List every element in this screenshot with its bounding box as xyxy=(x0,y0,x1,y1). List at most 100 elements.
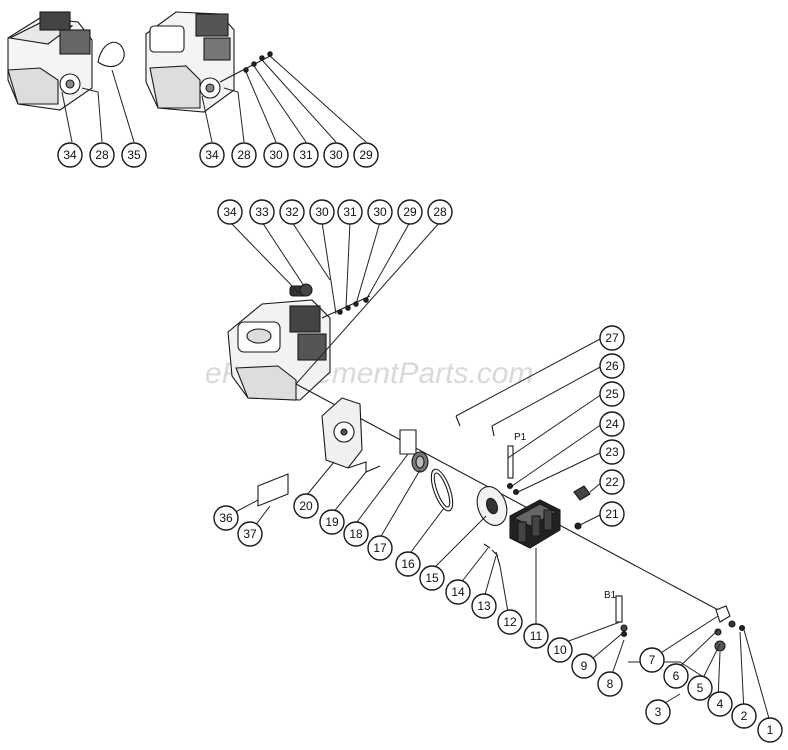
callout-9: 9 xyxy=(571,653,597,679)
svg-text:17: 17 xyxy=(373,541,387,555)
tag-b1: B1 xyxy=(604,590,617,601)
callout-34-main: 34 xyxy=(217,199,243,225)
flange-bolts xyxy=(483,543,501,567)
callout-34-a: 34 xyxy=(57,142,83,168)
svg-text:26: 26 xyxy=(605,359,619,373)
svg-text:7: 7 xyxy=(649,653,656,667)
pump-body xyxy=(509,499,561,549)
leaders-variant-b xyxy=(201,55,367,143)
svg-text:16: 16 xyxy=(401,557,415,571)
callout-20: 20 xyxy=(293,493,319,519)
callout-25: 25 xyxy=(599,381,625,407)
svg-text:3: 3 xyxy=(655,705,662,719)
callout-11: 11 xyxy=(523,623,549,649)
svg-text:30: 30 xyxy=(269,148,283,162)
callout-19: 19 xyxy=(319,509,345,535)
svg-text:28: 28 xyxy=(95,148,109,162)
svg-text:24: 24 xyxy=(605,417,619,431)
svg-text:10: 10 xyxy=(553,643,567,657)
svg-text:14: 14 xyxy=(451,585,465,599)
svg-text:20: 20 xyxy=(299,499,313,513)
coupling xyxy=(411,451,429,473)
callout-18: 18 xyxy=(343,521,369,547)
callout-26: 26 xyxy=(599,353,625,379)
svg-text:11: 11 xyxy=(530,629,543,643)
svg-text:37: 37 xyxy=(243,527,257,541)
main-engine xyxy=(227,283,723,613)
callout-34-b: 34 xyxy=(199,142,225,168)
callout-3: 3 xyxy=(645,699,671,725)
leaders-main-engine xyxy=(229,221,441,385)
callout-8: 8 xyxy=(597,671,623,697)
callout-23: 23 xyxy=(599,439,625,465)
callout-13: 13 xyxy=(471,593,497,619)
svg-text:29: 29 xyxy=(403,205,417,219)
svg-text:34: 34 xyxy=(63,148,77,162)
callout-29-main: 29 xyxy=(397,199,423,225)
callout-12: 12 xyxy=(497,609,523,635)
svg-text:36: 36 xyxy=(219,511,233,525)
svg-text:30: 30 xyxy=(373,205,387,219)
svg-text:33: 33 xyxy=(255,205,269,219)
svg-text:29: 29 xyxy=(359,148,373,162)
svg-text:31: 31 xyxy=(299,148,313,162)
callout-35: 35 xyxy=(121,142,147,168)
callout-32: 32 xyxy=(279,199,305,225)
svg-text:5: 5 xyxy=(697,681,704,695)
callout-22: 22 xyxy=(599,469,625,495)
svg-text:25: 25 xyxy=(605,387,619,401)
callout-28-main: 28 xyxy=(427,199,453,225)
callout-4: 4 xyxy=(707,691,733,717)
svg-text:12: 12 xyxy=(503,615,517,629)
svg-text:15: 15 xyxy=(425,571,439,585)
svg-text:30: 30 xyxy=(315,205,329,219)
svg-text:22: 22 xyxy=(605,475,619,489)
callout-30-b1: 30 xyxy=(263,142,289,168)
svg-text:18: 18 xyxy=(349,527,363,541)
callout-31-main: 31 xyxy=(337,199,363,225)
pump-accessories: P1 xyxy=(455,415,591,530)
callout-16: 16 xyxy=(395,551,421,577)
svg-text:34: 34 xyxy=(205,148,219,162)
engine-variant-a xyxy=(7,11,125,111)
callout-28-a: 28 xyxy=(89,142,115,168)
callout-37: 37 xyxy=(237,521,263,547)
svg-text:13: 13 xyxy=(477,599,491,613)
svg-text:2: 2 xyxy=(741,709,748,723)
callout-10: 10 xyxy=(547,637,573,663)
callout-30-main2: 30 xyxy=(367,199,393,225)
callout-31-b: 31 xyxy=(293,142,319,168)
svg-text:9: 9 xyxy=(581,659,588,673)
svg-text:31: 31 xyxy=(343,205,357,219)
svg-text:28: 28 xyxy=(433,205,447,219)
svg-text:4: 4 xyxy=(717,697,724,711)
leaders-pump xyxy=(227,337,771,723)
callout-5: 5 xyxy=(687,675,713,701)
adapter-plate xyxy=(321,397,363,469)
callout-7: 7 xyxy=(639,647,665,673)
callout-30-b2: 30 xyxy=(323,142,349,168)
tag-p1: P1 xyxy=(514,432,527,443)
svg-text:8: 8 xyxy=(607,677,614,691)
callout-29-b: 29 xyxy=(353,142,379,168)
svg-text:35: 35 xyxy=(127,148,141,162)
flange xyxy=(476,486,508,526)
svg-text:21: 21 xyxy=(605,507,619,521)
svg-text:27: 27 xyxy=(605,331,619,345)
callout-30-main1: 30 xyxy=(309,199,335,225)
svg-text:19: 19 xyxy=(325,515,339,529)
callout-28-b: 28 xyxy=(231,142,257,168)
callout-24: 24 xyxy=(599,411,625,437)
leaders-variant-a xyxy=(61,69,135,143)
callout-14: 14 xyxy=(445,579,471,605)
svg-text:32: 32 xyxy=(285,205,299,219)
callout-2: 2 xyxy=(731,703,757,729)
svg-text:34: 34 xyxy=(223,205,237,219)
svg-text:6: 6 xyxy=(673,669,680,683)
callout-15: 15 xyxy=(419,565,445,591)
callout-33: 33 xyxy=(249,199,275,225)
callout-6: 6 xyxy=(663,663,689,689)
callout-21: 21 xyxy=(599,501,625,527)
callout-1: 1 xyxy=(757,717,783,743)
engine-variant-b xyxy=(145,11,273,113)
